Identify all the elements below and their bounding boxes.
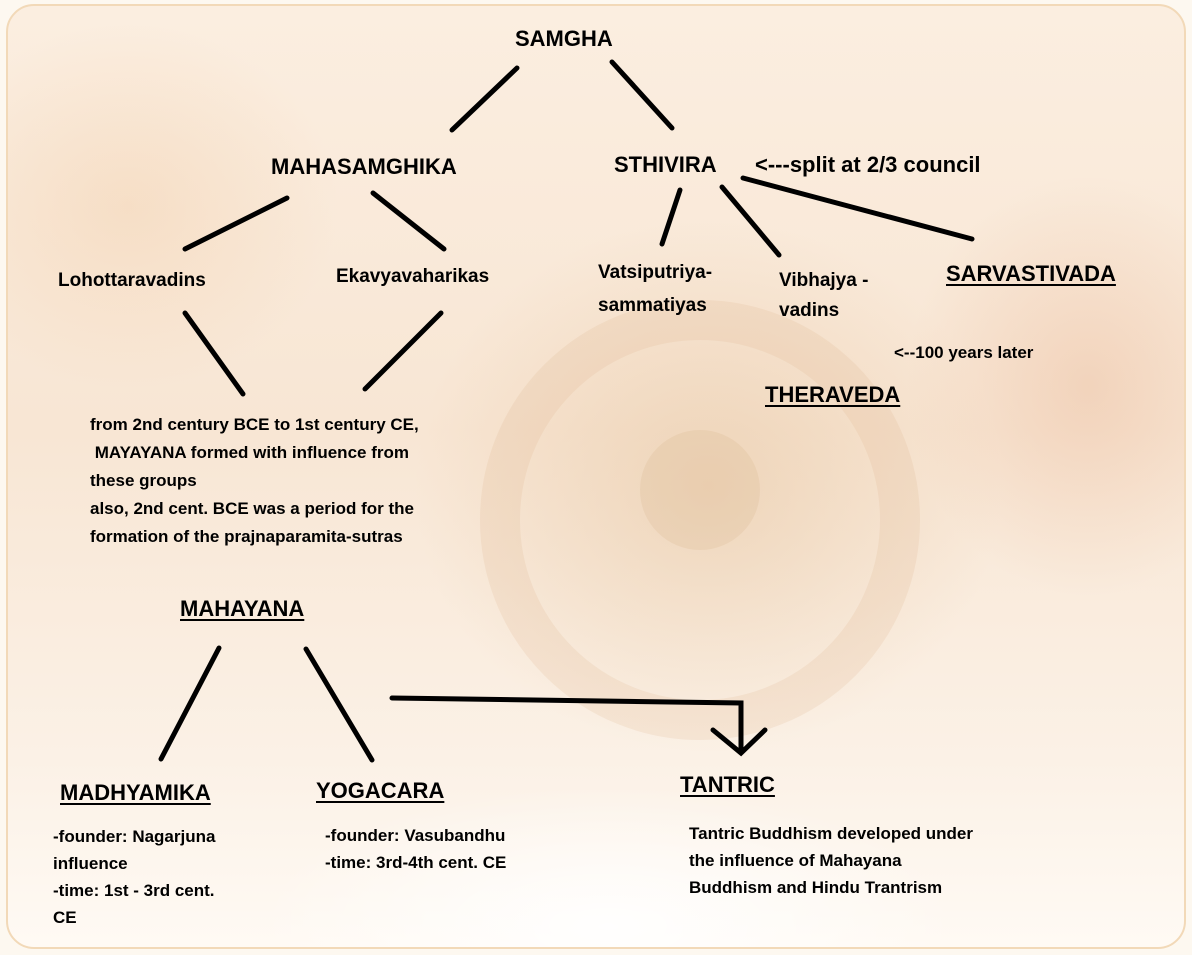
node-samgha: SAMGHA xyxy=(515,26,613,51)
node-vatsiputriya-line1: Vatsiputriya- xyxy=(598,262,713,283)
note-formation-line: MAYAYANA formed with influence from xyxy=(90,443,409,462)
line-mahayana-madhyamika xyxy=(158,645,222,762)
node-mahayana: MAHAYANA xyxy=(180,596,305,621)
node-theraveda: THERAVEDA xyxy=(765,382,901,407)
note-formation-line: from 2nd century BCE to 1st century CE, xyxy=(90,415,419,434)
node-vibhajya-line1: Vibhajya - xyxy=(779,270,869,291)
node-tantric: TANTRIC xyxy=(680,772,775,797)
note-yogacara-line: -founder: Vasubandhu xyxy=(325,826,506,845)
note-tantric: Tantric Buddhism developed under the inf… xyxy=(689,820,1109,901)
node-ekavyavaharikas: Ekavyavaharikas xyxy=(336,266,490,287)
note-split: <---split at 2/3 council xyxy=(755,152,981,177)
note-yogacara-line: -time: 3rd-4th cent. CE xyxy=(325,853,507,872)
note-tantric-line: Tantric Buddhism developed under xyxy=(689,824,973,843)
node-mahasamghika: MAHASAMGHIKA xyxy=(271,154,457,179)
arrow-mahayana-tantric xyxy=(389,695,744,753)
note-madhyamika-line: -time: 1st - 3rd cent. xyxy=(53,881,215,900)
line-sthivira-sarvastivada xyxy=(740,175,975,242)
background-wheel-hub xyxy=(640,430,760,550)
node-madhyamika: MADHYAMIKA xyxy=(60,780,211,805)
node-vibhajya-line2: vadins xyxy=(779,300,840,321)
note-yogacara: -founder: Vasubandhu -time: 3rd-4th cent… xyxy=(325,822,595,876)
line-samgha-sthivira xyxy=(609,59,675,131)
line-ekavyavaharikas-note xyxy=(362,310,444,392)
note-madhyamika: -founder: Nagarjuna influence -time: 1st… xyxy=(53,823,313,931)
node-sarvastivada: SARVASTIVADA xyxy=(946,261,1116,286)
line-sthivira-vatsiputriya xyxy=(659,187,683,247)
note-formation-line: these groups xyxy=(90,471,197,490)
line-mahasamghika-lohottaravadins xyxy=(182,195,290,252)
line-mahasamghika-ekavyavaharikas xyxy=(370,190,447,252)
line-sthivira-vibhajya xyxy=(719,184,782,258)
note-tantric-line: Buddhism and Hindu Trantrism xyxy=(689,878,943,897)
note-tantric-line: the influence of Mahayana xyxy=(689,851,902,870)
node-lohottaravadins: Lohottaravadins xyxy=(58,270,206,291)
note-mahayana-formation: from 2nd century BCE to 1st century CE, … xyxy=(90,411,570,551)
line-mahayana-yogacara xyxy=(303,646,375,763)
note-formation-line: formation of the prajnaparamita-sutras xyxy=(90,527,403,546)
node-yogacara: YOGACARA xyxy=(316,778,445,803)
node-vatsiputriya-line2: sammatiyas xyxy=(598,295,707,316)
note-madhyamika-line: influence xyxy=(53,854,128,873)
line-lohottaravadins-note xyxy=(182,310,246,397)
note-madhyamika-line: -founder: Nagarjuna xyxy=(53,827,216,846)
note-100-years: <--100 years later xyxy=(894,343,1034,362)
note-madhyamika-line: CE xyxy=(53,908,77,927)
note-formation-line: also, 2nd cent. BCE was a period for the xyxy=(90,499,415,518)
node-sthivira: STHIVIRA xyxy=(614,152,717,177)
arrow-head-tantric xyxy=(710,727,768,757)
line-samgha-mahasamghika xyxy=(449,65,520,133)
